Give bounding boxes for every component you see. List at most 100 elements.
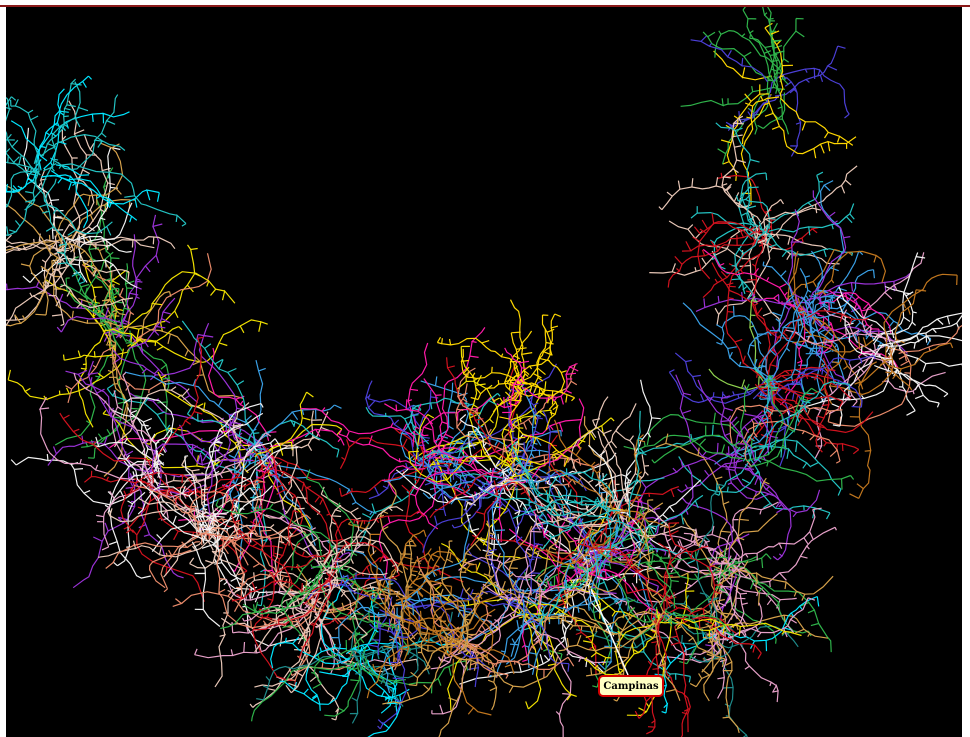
road-segment (397, 594, 467, 649)
road-segment (889, 349, 916, 416)
road-segment (10, 99, 43, 164)
road-segment (311, 639, 351, 689)
road-segment (22, 127, 64, 240)
city-callout-label[interactable]: Campinas (598, 675, 664, 697)
road-segment (189, 490, 248, 530)
road-segment (107, 460, 151, 579)
road-segment (729, 404, 843, 445)
road-segment (651, 425, 742, 464)
road-segment (230, 498, 293, 592)
road-segment (793, 250, 805, 315)
road-segment (543, 524, 593, 563)
road-segment (441, 540, 477, 652)
road-segment (709, 632, 728, 699)
road-segment (758, 165, 858, 227)
road-segment (596, 547, 714, 573)
road-segment (78, 202, 133, 251)
road-segment (735, 194, 776, 230)
road-segment (744, 468, 821, 518)
road-segment (251, 661, 359, 722)
road-segment (767, 7, 783, 81)
road-segment (720, 395, 742, 460)
road-segment (591, 486, 679, 566)
road-segment (389, 529, 427, 596)
road-segment (735, 565, 832, 653)
road-segment (681, 229, 755, 252)
road-segment (353, 644, 430, 675)
road-segment (508, 525, 533, 595)
road-segment (416, 556, 461, 639)
road-segment (452, 658, 492, 716)
road-segment (258, 555, 326, 613)
road-segment (93, 436, 160, 475)
road-segment (329, 504, 343, 574)
road-segment (831, 343, 888, 427)
road-segment (590, 578, 612, 688)
road-segment (41, 174, 89, 229)
road-segment (108, 351, 128, 419)
road-segment (297, 577, 337, 645)
road-segment (408, 450, 514, 483)
road-segment (715, 122, 760, 228)
road-segment (384, 470, 502, 488)
road-segment (588, 495, 648, 564)
road-segment (124, 244, 201, 339)
road-segment (112, 491, 146, 567)
road-segment (55, 133, 115, 251)
road-segment (347, 666, 410, 704)
road-segment (262, 453, 377, 516)
road-segment (753, 381, 850, 463)
road-segment (582, 550, 655, 593)
road-segment (120, 485, 148, 534)
road-segment (762, 261, 807, 387)
road-segment (740, 95, 780, 205)
road-network-map[interactable] (6, 7, 962, 737)
road-segment (150, 443, 213, 531)
road-segment (678, 456, 759, 494)
road-segment (539, 511, 612, 623)
road-segment (534, 586, 628, 606)
road-segment (482, 487, 620, 517)
road-segment (51, 235, 133, 309)
road-segment (766, 22, 778, 95)
road-segment (6, 166, 39, 208)
road-segment (537, 596, 630, 625)
road-segment (511, 441, 612, 512)
road-segment (646, 560, 676, 609)
road-segment (130, 463, 227, 519)
road-segment (6, 255, 76, 327)
road-segment (215, 498, 331, 569)
road-segment (744, 463, 792, 561)
road-segment (496, 429, 591, 471)
road-segment (49, 175, 160, 208)
road-segment (575, 517, 586, 574)
road-segment (395, 580, 453, 601)
road-segment (310, 564, 364, 652)
road-segment (151, 515, 218, 552)
road-segment (103, 340, 129, 477)
road-segment (677, 525, 741, 558)
road-segment (715, 597, 816, 641)
road-segment (697, 379, 756, 462)
road-segment (774, 45, 846, 97)
road-segment (465, 479, 617, 527)
road-segment (51, 259, 104, 324)
road-segment (476, 486, 515, 546)
road-segment (127, 407, 159, 489)
road-segment (817, 289, 880, 337)
road-segment (65, 277, 128, 337)
road-segment (676, 573, 695, 629)
road-segment (280, 557, 316, 642)
road-segment (880, 357, 913, 391)
road-segment (637, 442, 739, 539)
road-segment (605, 515, 696, 565)
road-segment (298, 573, 333, 659)
road-segment (103, 214, 163, 338)
road-segment (111, 347, 171, 394)
road-segment (649, 227, 773, 276)
road-segment (6, 154, 38, 173)
road-segment (716, 172, 778, 235)
road-segment (724, 446, 770, 500)
road-segment (670, 626, 690, 737)
road-segment (179, 475, 205, 539)
